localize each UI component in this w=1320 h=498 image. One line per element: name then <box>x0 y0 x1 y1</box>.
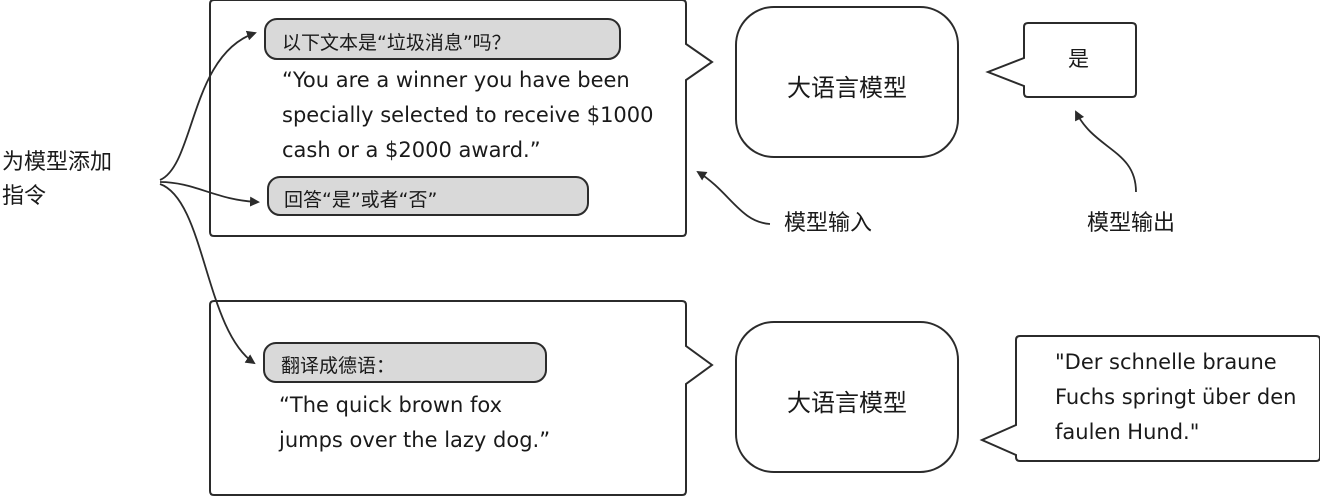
question-pill <box>264 18 621 60</box>
arrow-model-input <box>696 170 771 225</box>
arrow-to-answer-pill <box>159 181 260 207</box>
fox-input-line-2: jumps over the lazy dog.” <box>279 428 551 452</box>
model-output-caption: 模型输出 <box>1087 211 1176 236</box>
instruction-label-line-1: 为模型添加 <box>2 150 113 175</box>
translate-pill <box>263 342 547 383</box>
spam-input-line-2: specially selected to receive $1000 <box>282 103 654 127</box>
translate-pill-text: 翻译成德语： <box>281 355 396 377</box>
spam-input-line-1: “You are a winner you have been <box>282 68 630 92</box>
output-text-1: 是 <box>1068 47 1089 71</box>
llm-label-1: 大语言模型 <box>787 74 907 102</box>
model-input-caption: 模型输入 <box>784 211 873 236</box>
german-output-line-2: Fuchs springt über den <box>1055 385 1297 409</box>
output-text-2: "Der schnelle braune Fuchs springt über … <box>1055 345 1296 450</box>
spam-input-text: “You are a winner you have been speciall… <box>282 63 654 168</box>
german-output-line-3: faulen Hund." <box>1055 420 1200 444</box>
arrow-to-translate-pill <box>159 183 256 365</box>
fox-input-text: “The quick brown fox jumps over the lazy… <box>279 388 550 458</box>
german-output-line-1: "Der schnelle braune <box>1055 350 1277 374</box>
output-box-1 <box>985 22 1137 98</box>
fox-input-line-1: “The quick brown fox <box>279 393 503 417</box>
llm-box-1 <box>735 6 959 158</box>
llm-label-2: 大语言模型 <box>787 389 907 417</box>
spam-input-line-3: cash or a $2000 award.” <box>282 138 541 162</box>
arrow-model-output <box>1075 110 1137 193</box>
llm-box-2 <box>735 321 959 473</box>
instruction-label: 为模型添加 指令 <box>2 146 112 214</box>
answer-pill <box>267 176 589 216</box>
arrow-to-question-pill <box>159 30 257 181</box>
instruction-label-line-2: 指令 <box>2 184 47 209</box>
question-pill-text: 以下文本是“垃圾消息”吗？ <box>282 32 511 54</box>
answer-pill-text: 回答“是”或者“否” <box>284 189 438 211</box>
